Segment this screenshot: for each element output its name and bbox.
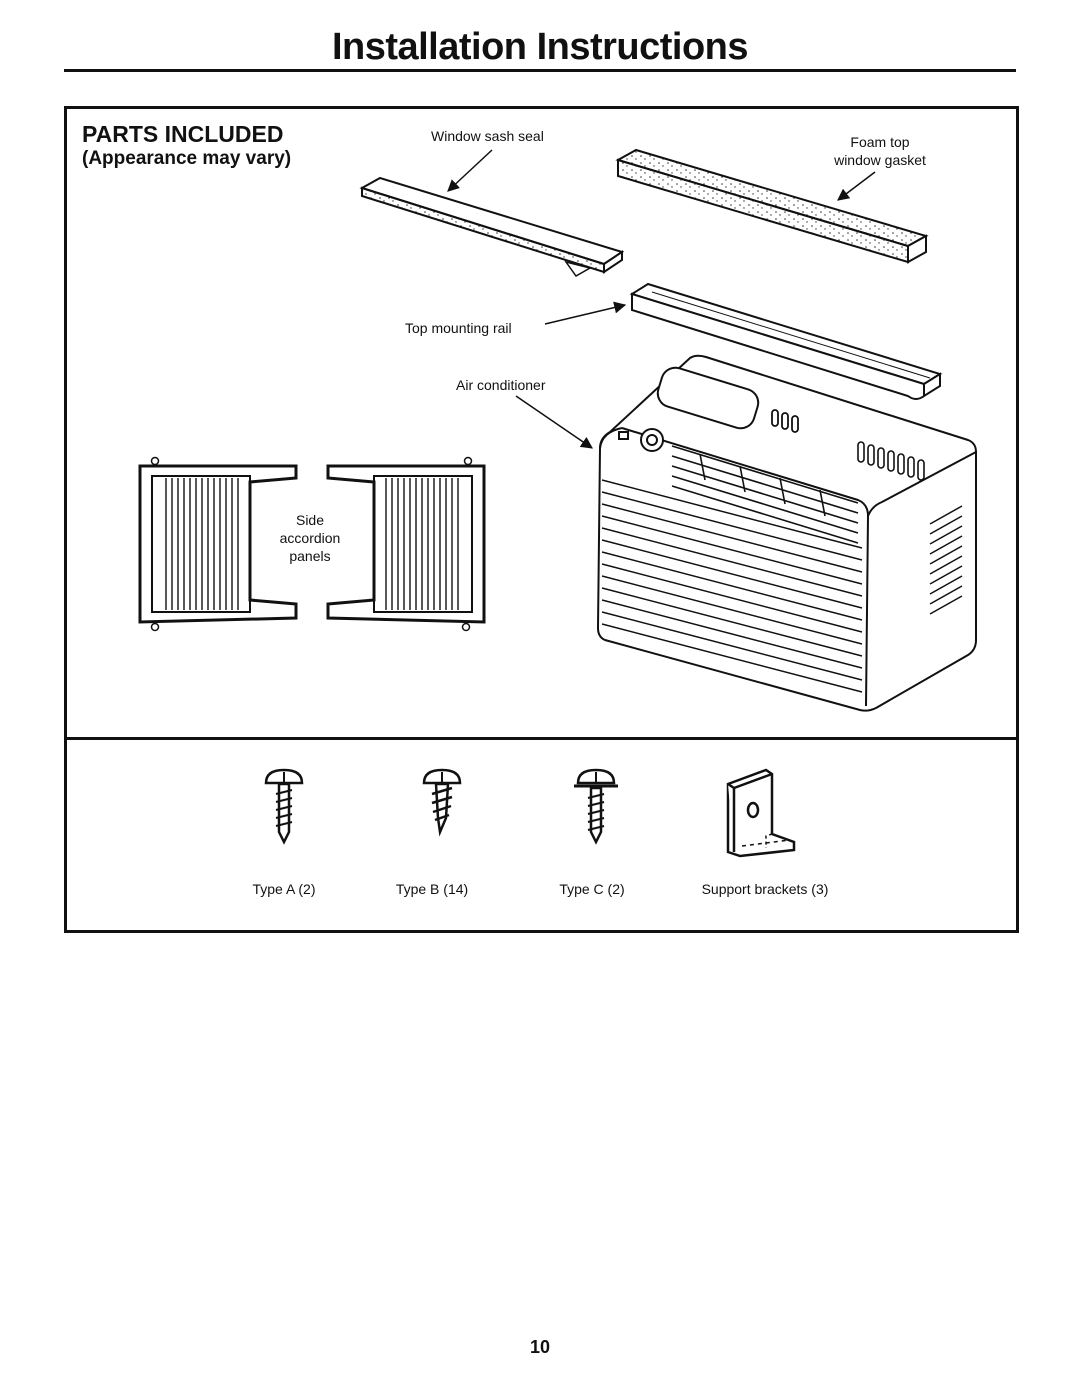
label-foam-top-line1: Foam top: [850, 134, 910, 150]
right-accordion-panel-icon: [326, 456, 486, 632]
label-type-a: Type A (2): [252, 881, 316, 897]
screw-type-a-icon: [264, 768, 304, 845]
label-side-line3: panels: [289, 548, 331, 564]
label-type-c: Type C (2): [559, 881, 625, 897]
window-sash-seal-icon: [359, 176, 625, 277]
label-foam-top-gasket: Foam top window gasket: [810, 133, 950, 169]
label-side-line1: Side: [295, 512, 325, 528]
top-mounting-rail-icon: [629, 282, 943, 400]
page-number: 10: [529, 1337, 551, 1357]
hardware-panel: [64, 737, 1019, 933]
label-support-brackets: Support brackets (3): [701, 881, 829, 897]
label-top-mounting-rail: Top mounting rail: [405, 320, 512, 336]
page-title: Installation Instructions: [331, 26, 749, 68]
parts-diagram-panel: [64, 106, 1019, 740]
section-subheading: (Appearance may vary): [82, 148, 292, 169]
label-foam-top-line2: window gasket: [834, 152, 926, 168]
label-air-conditioner: Air conditioner: [456, 377, 546, 393]
screw-type-c-icon: [574, 768, 618, 845]
title-divider: [64, 69, 1016, 72]
screw-type-b-icon: [422, 768, 462, 837]
label-side-accordion-panels: Side accordion panels: [260, 511, 360, 565]
label-side-line2: accordion: [279, 530, 341, 546]
section-heading: PARTS INCLUDED: [82, 121, 284, 147]
support-bracket-icon: [726, 768, 796, 858]
left-accordion-panel-icon: [138, 456, 298, 632]
air-conditioner-icon: [596, 354, 977, 712]
foam-gasket-icon: [615, 148, 929, 264]
label-type-b: Type B (14): [395, 881, 469, 897]
label-window-sash-seal: Window sash seal: [431, 128, 544, 144]
